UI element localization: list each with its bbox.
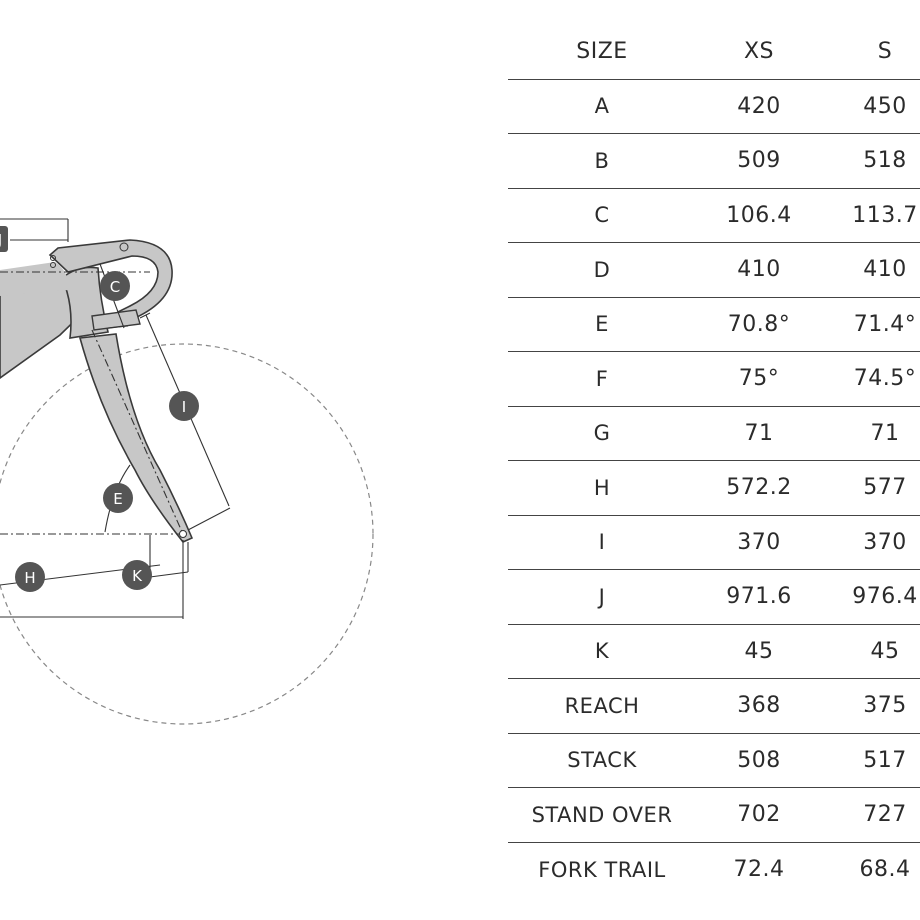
header-s: S: [822, 25, 920, 80]
s-value-cell: 113.7: [822, 188, 920, 243]
xs-value-cell: 106.4: [696, 188, 822, 243]
s-value-cell: 45: [822, 624, 920, 679]
header-size: SIZE: [508, 25, 696, 80]
xs-value-cell: 971.6: [696, 569, 822, 625]
stem-bolt: [50, 262, 56, 268]
row-label-cell: STACK: [508, 733, 696, 788]
xs-value-cell: 71: [696, 406, 822, 461]
frame-top-tube: [0, 262, 69, 296]
xs-value-cell: 508: [696, 733, 822, 788]
front-wheel-outline: [0, 343, 374, 725]
badge-j-label: J: [0, 231, 2, 249]
row-label-cell: H: [508, 460, 696, 516]
row-label-cell: J: [508, 569, 696, 625]
s-value-cell: 375: [822, 678, 920, 734]
s-value-cell: 71.4°: [822, 297, 920, 352]
badge-e: E: [103, 483, 133, 513]
s-value-cell: 74.5°: [822, 351, 920, 407]
badge-i-label: I: [182, 398, 186, 416]
s-value-cell: 577: [822, 460, 920, 516]
row-label-cell: B: [508, 133, 696, 189]
xs-value-cell: 420: [696, 79, 822, 134]
front-axle: [179, 530, 187, 538]
bar-clamp-bolt: [119, 242, 129, 252]
s-value-cell: 370: [822, 515, 920, 570]
row-label-cell: FORK TRAIL: [538, 857, 666, 882]
s-value-cell: 976.4: [822, 569, 920, 625]
row-label-cell: D: [508, 242, 696, 298]
row-label-cell: F: [508, 351, 696, 407]
s-value-cell: 68.4: [859, 857, 911, 882]
fork: [78, 333, 194, 543]
row-label-cell: G: [508, 406, 696, 461]
s-value-cell: 450: [822, 79, 920, 134]
xs-value-cell: 702: [696, 787, 822, 843]
xs-value-cell: 509: [696, 133, 822, 189]
table-header-row: SIZE XS S: [508, 25, 920, 80]
xs-value-cell: 72.4: [733, 857, 785, 882]
badge-j: J: [0, 226, 8, 252]
xs-value-cell: 370: [696, 515, 822, 570]
xs-value-cell: 368: [696, 678, 822, 734]
s-value-cell: 410: [822, 242, 920, 298]
handlebar-drop: [91, 309, 141, 331]
s-value-cell: 727: [822, 787, 920, 843]
row-label-cell: K: [508, 624, 696, 679]
row-label-cell: STAND OVER: [508, 787, 696, 843]
badge-h: H: [15, 562, 45, 592]
row-label-cell: A: [508, 79, 696, 134]
badge-c-label: C: [110, 278, 120, 296]
s-value-cell: 518: [822, 133, 920, 189]
badge-k-label: K: [132, 567, 143, 585]
xs-value-cell: 572.2: [696, 460, 822, 516]
row-label-cell: REACH: [508, 678, 696, 734]
xs-value-cell: 75°: [696, 351, 822, 407]
row-label-cell: C: [508, 188, 696, 243]
s-value-cell: 71: [822, 406, 920, 461]
s-value-cell: 517: [822, 733, 920, 788]
bike-geometry-diagram: J C I E H K: [0, 218, 374, 725]
xs-value-cell: 70.8°: [696, 297, 822, 352]
badge-c: C: [100, 271, 130, 301]
stem-bolt: [50, 255, 56, 261]
badge-h-label: H: [24, 569, 35, 587]
row-label-cell: I: [508, 515, 696, 570]
badge-e-label: E: [113, 490, 122, 508]
header-xs: XS: [696, 25, 822, 80]
table-row: FORK TRAIL 72.4 68.4: [508, 842, 920, 897]
xs-value-cell: 45: [696, 624, 822, 679]
badge-k: K: [122, 560, 152, 590]
row-label-cell: E: [508, 297, 696, 352]
xs-value-cell: 410: [696, 242, 822, 298]
badge-i: I: [169, 391, 199, 421]
